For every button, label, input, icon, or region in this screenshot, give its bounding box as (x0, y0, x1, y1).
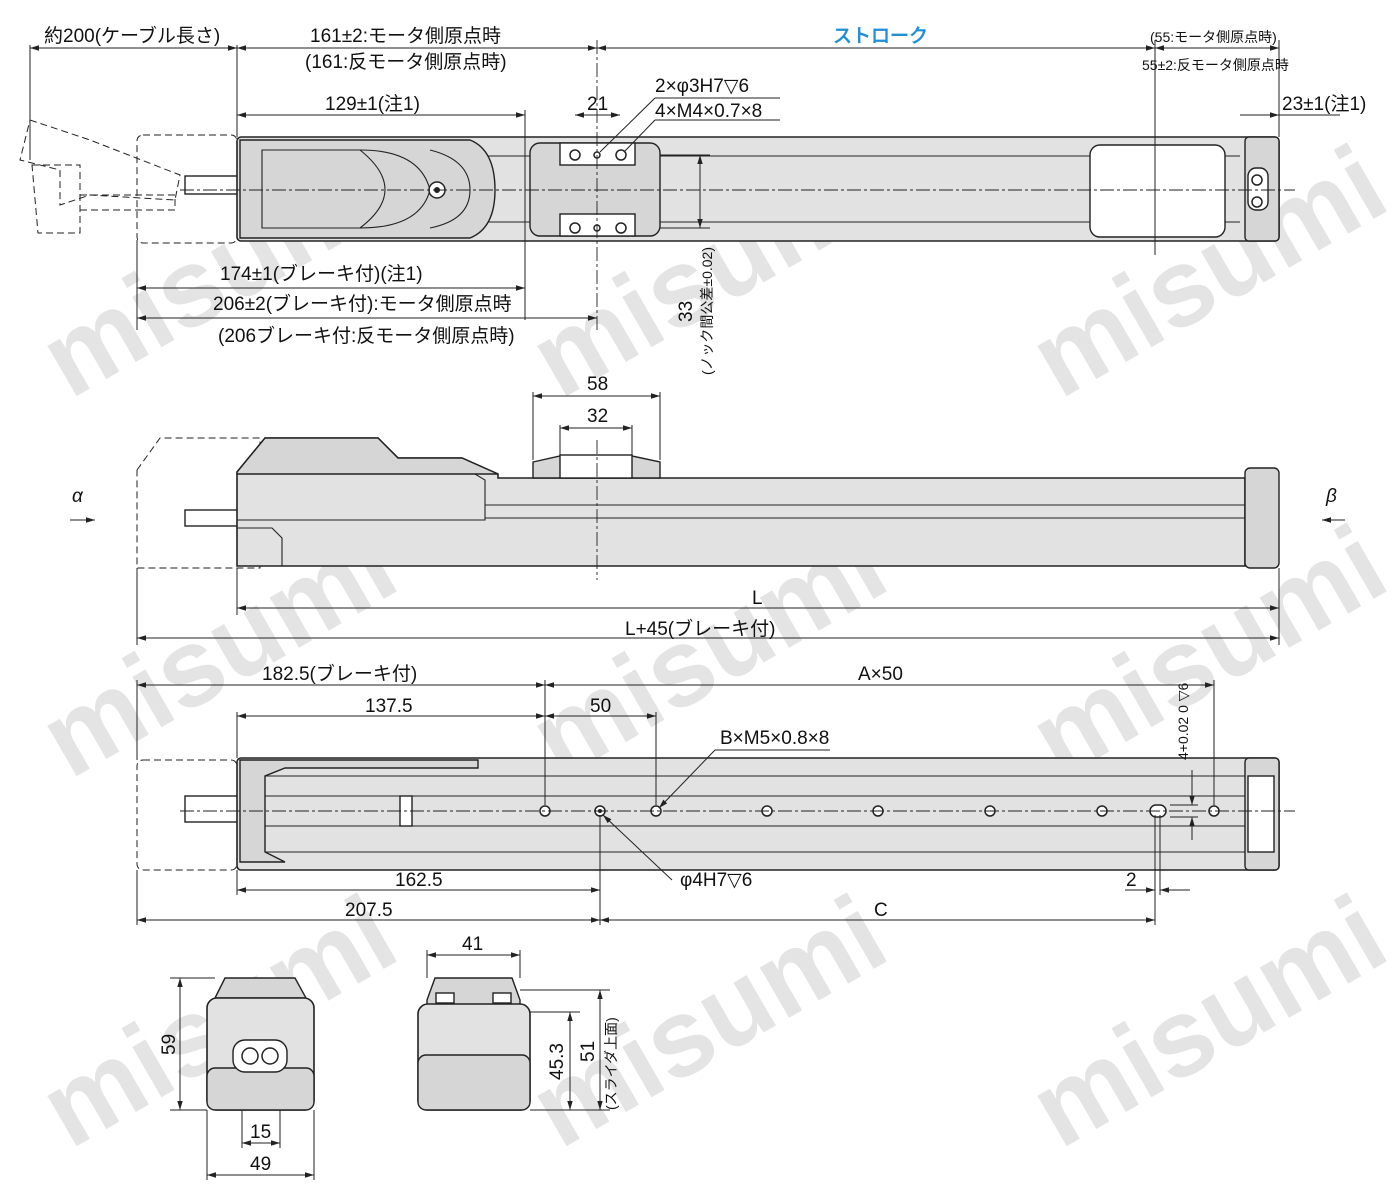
dim-C-label: C (874, 900, 888, 921)
cable-connector-lower (31, 164, 176, 234)
beta-direction-label: β (1325, 486, 1337, 507)
tap-hole-icon (615, 149, 627, 161)
dim-21-label: 21 (587, 94, 608, 115)
watermark-text: misumi (1011, 872, 1396, 1171)
dim-51-label: 51 (578, 1041, 599, 1062)
slot-depth-label: 4+0.02 0 ▽6 (1175, 682, 1191, 760)
side-view: 58 32 α β L L+45(ブレーキ付) (70, 374, 1345, 645)
brake-206-anti-label: (206ブレーキ付:反モータ側原点時) (218, 324, 515, 347)
tap-hole-icon (569, 222, 581, 234)
dim-59-label: 59 (159, 1034, 180, 1055)
bottom-view: 182.5(ブレーキ付) A×50 137.5 50 B×M5×0.8×8 4+… (136, 662, 1295, 925)
motor-origin-label: 161±2:モータ側原点時 (310, 25, 501, 47)
end-cap-side (1244, 467, 1280, 569)
alpha-direction-label: α (72, 486, 84, 507)
right-motor-origin-label: (55:モータ側原点時) (1150, 29, 1277, 45)
right-anti-motor-origin-label: 55±2:反モータ側原点時 (1142, 57, 1289, 73)
dim-58-label: 58 (587, 374, 608, 395)
dim-15-label: 15 (250, 1122, 271, 1143)
motor-housing (239, 139, 496, 239)
brake-206-motor-label: 206±2(ブレーキ付):モータ側原点時 (213, 292, 512, 315)
dim-32-label: 32 (587, 406, 608, 427)
knock-tolerance-label: (ノック間公差±0.02) (699, 247, 715, 375)
dim-2-label: 2 (1126, 870, 1137, 891)
stroke-label: ストローク (833, 25, 928, 47)
tap-hole-icon (615, 222, 627, 234)
pin-holes-label: 2×φ3H7▽6 (655, 76, 749, 97)
brake-182-label: 182.5(ブレーキ付) (262, 662, 417, 685)
pin-4-label: φ4H7▽6 (680, 870, 752, 891)
dim-207-label: 207.5 (345, 900, 393, 921)
dim-L-label: L (752, 588, 763, 609)
dim-162-label: 162.5 (395, 870, 443, 891)
brake-174-label: 174±1(ブレーキ付)(注1) (220, 262, 423, 285)
end-view-beta: 41 45.3 51 (スライダ上面) (417, 934, 619, 1111)
dim-129-label: 129±1(注1) (325, 93, 420, 115)
tap-holes-label: 4×M4×0.7×8 (655, 101, 762, 122)
cable-connector (19, 119, 181, 206)
dim-33-label: 33 (676, 301, 697, 322)
slider-top-label: (スライダ上面) (603, 1017, 619, 1110)
motor-cable (184, 175, 241, 195)
end-view-alpha-top (213, 977, 308, 999)
tap-hole-icon (569, 149, 581, 161)
dim-41-label: 41 (462, 934, 483, 955)
cable-length-label: 約200(ケーブル長さ) (44, 24, 220, 47)
tap-B-label: B×M5×0.8×8 (720, 728, 829, 749)
dim-23-label: 23±1(注1) (1282, 93, 1366, 115)
slider-end-position (1089, 144, 1226, 238)
actuator-body-bottom (236, 757, 1280, 871)
top-view: 約200(ケーブル長さ) 161±2:モータ側原点時 (161:反モータ側原点時… (19, 24, 1366, 375)
dim-50-label: 50 (590, 696, 611, 717)
connector-port-icon (232, 1039, 288, 1073)
motor-cable-bottom (184, 795, 241, 823)
dim-45-label: 45.3 (547, 1043, 568, 1080)
dim-L45-label: L+45(ブレーキ付) (625, 617, 775, 640)
anti-motor-origin-label: (161:反モータ側原点時) (305, 51, 507, 73)
motor-cable-side (184, 509, 241, 527)
pitch-A-label: A×50 (858, 664, 903, 685)
dim-137-label: 137.5 (365, 696, 413, 717)
end-view-alpha: 59 15 49 (159, 977, 315, 1180)
dim-49-label: 49 (250, 1154, 271, 1175)
